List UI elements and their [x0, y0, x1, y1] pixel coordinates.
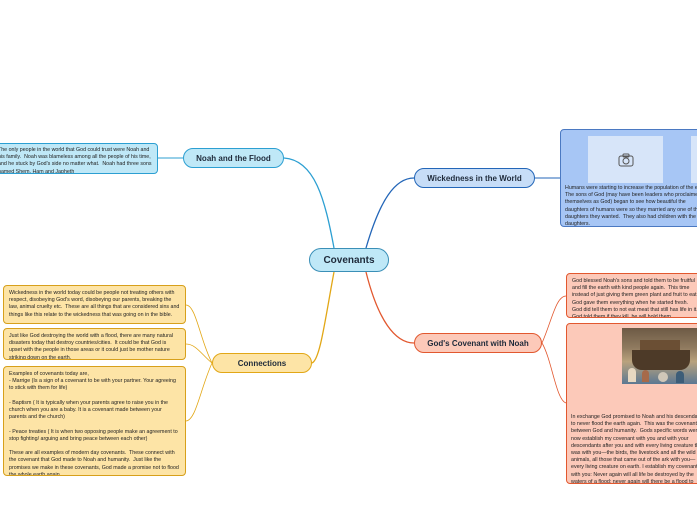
figure-shape — [628, 368, 636, 382]
note-wickedness-text: Humans were starting to increase the pop… — [565, 185, 697, 227]
link-covenant-note2 — [541, 342, 567, 404]
link-covenant-note1 — [541, 295, 567, 344]
figure-shape — [642, 370, 649, 382]
note-connections-disasters[interactable]: Just like God destroying the world with … — [3, 328, 186, 360]
topic-wickedness-in-the-world[interactable]: Wickedness in the World — [414, 168, 535, 188]
note-connections-covenants-today[interactable]: Examples of covenants today are, - Marri… — [3, 366, 186, 476]
noah-ark-image — [622, 328, 697, 384]
topic-noah-and-the-flood[interactable]: Noah and the Flood — [183, 148, 284, 168]
image-placeholder-secondary — [691, 136, 697, 183]
image-placeholder[interactable] — [588, 136, 663, 183]
link-central-wickedness — [365, 177, 415, 249]
central-topic[interactable]: Covenants — [309, 248, 389, 272]
note-wickedness[interactable]: Humans were starting to increase the pop… — [560, 129, 697, 227]
ark-roof-shape — [640, 340, 680, 350]
animal-shape — [658, 372, 668, 382]
note-covenant-promise-text: In exchange God promised to Noah and his… — [571, 414, 697, 484]
link-central-connections — [311, 271, 335, 364]
link-connections-note3 — [185, 362, 213, 422]
camera-icon — [618, 153, 633, 166]
note-connections-wickedness[interactable]: Wickedness in the world today could be p… — [3, 285, 186, 324]
note-noah[interactable]: The only people in the world that God co… — [0, 143, 158, 174]
figure-shape — [676, 371, 684, 383]
link-connections-note2 — [185, 343, 213, 364]
topic-gods-covenant-with-noah[interactable]: God's Covenant with Noah — [414, 333, 542, 353]
ark-hull-shape — [632, 350, 690, 370]
link-central-covenant — [365, 271, 415, 344]
link-central-noah — [283, 157, 335, 249]
note-covenant-promise[interactable]: In exchange God promised to Noah and his… — [566, 323, 697, 484]
topic-connections[interactable]: Connections — [212, 353, 312, 373]
note-covenant-blessing[interactable]: God blessed Noah's sons and told them to… — [566, 273, 697, 318]
link-connections-note1 — [185, 304, 213, 364]
